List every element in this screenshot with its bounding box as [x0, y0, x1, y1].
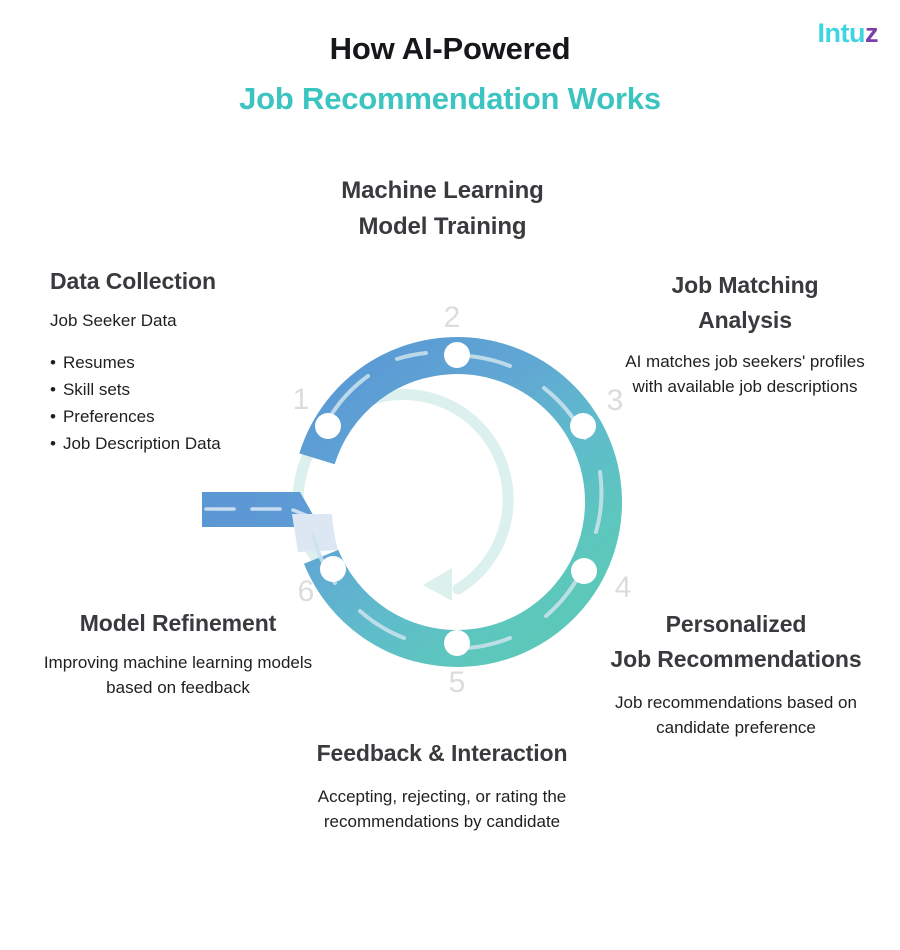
cycle-road-diagram — [180, 300, 650, 710]
node-dot-4[interactable] — [571, 558, 597, 584]
node-dot-3[interactable] — [570, 413, 596, 439]
node-dot-6[interactable] — [320, 556, 346, 582]
step-number-1: 1 — [292, 383, 310, 416]
step-3-heading-line-2: Analysis — [698, 306, 792, 333]
step-number-3: 3 — [606, 384, 624, 417]
step-1-subheading: Job Seeker Data — [50, 311, 177, 331]
logo-text-cyan: Intu — [817, 18, 866, 48]
title-line-1: How AI-Powered — [329, 31, 571, 66]
step-number-6: 6 — [297, 575, 315, 608]
step-2-heading: Machine Learning Model Training — [300, 173, 585, 245]
list-item: Job Description Data — [50, 431, 320, 458]
list-item: Skill sets — [50, 377, 320, 404]
step-4-heading-line-1: Personalized — [665, 611, 807, 637]
step-4-heading: Personalized Job Recommendations — [590, 607, 882, 677]
step-block-model-refinement: Model Refinement Improving machine learn… — [36, 608, 320, 701]
logo-text-purple: z — [865, 18, 879, 48]
step-5-body: Accepting, rejecting, or rating the reco… — [317, 787, 567, 832]
step-node-dots — [315, 342, 597, 656]
step-block-job-matching: Job Matching Analysis AI matches job see… — [620, 268, 870, 400]
step-block-feedback-interaction: Feedback & Interaction Accepting, reject… — [282, 738, 602, 835]
step-block-ml-training: Machine Learning Model Training — [300, 173, 585, 245]
step-number-2: 2 — [443, 301, 461, 334]
step-6-body: Improving machine learning models based … — [43, 653, 313, 698]
road-loop-ring — [292, 337, 622, 667]
step-3-heading-line-1: Job Matching — [671, 272, 819, 298]
step-number-5: 5 — [448, 666, 466, 699]
node-dot-5[interactable] — [444, 630, 470, 656]
step-4-body: Job recommendations based on candidate p… — [615, 692, 857, 737]
list-item: Preferences — [50, 404, 320, 431]
step-number-4: 4 — [614, 571, 632, 604]
step-1-bullet-list: Resumes Skill sets Preferences Job Descr… — [50, 350, 320, 457]
page-title: How AI-Powered Job Recommendation Works — [0, 28, 900, 120]
road-entry-segment — [202, 492, 320, 527]
step-block-data-collection: Data Collection Job Seeker Data Resumes … — [50, 266, 320, 457]
step-2-heading-line-1: Machine Learning — [341, 177, 544, 204]
step-2-heading-line-2: Model Training — [358, 213, 527, 240]
step-4-heading-line-2: Job Recommendations — [610, 645, 862, 672]
road-overlap-wedge — [292, 514, 338, 552]
node-dot-1[interactable] — [315, 413, 341, 439]
title-line-2: Job Recommendation Works — [239, 80, 661, 116]
node-dot-2[interactable] — [444, 342, 470, 368]
step-5-heading: Feedback & Interaction — [316, 740, 568, 766]
intuz-logo: Intuz — [817, 18, 879, 48]
step-block-personalized-recommendations: Personalized Job Recommendations Job rec… — [590, 607, 882, 741]
list-item: Resumes — [50, 350, 320, 377]
step-3-heading: Job Matching Analysis — [620, 268, 870, 338]
step-3-body: AI matches job seekers' profiles with av… — [625, 351, 865, 396]
step-1-heading: Data Collection — [50, 268, 216, 294]
step-6-heading: Model Refinement — [79, 610, 277, 636]
